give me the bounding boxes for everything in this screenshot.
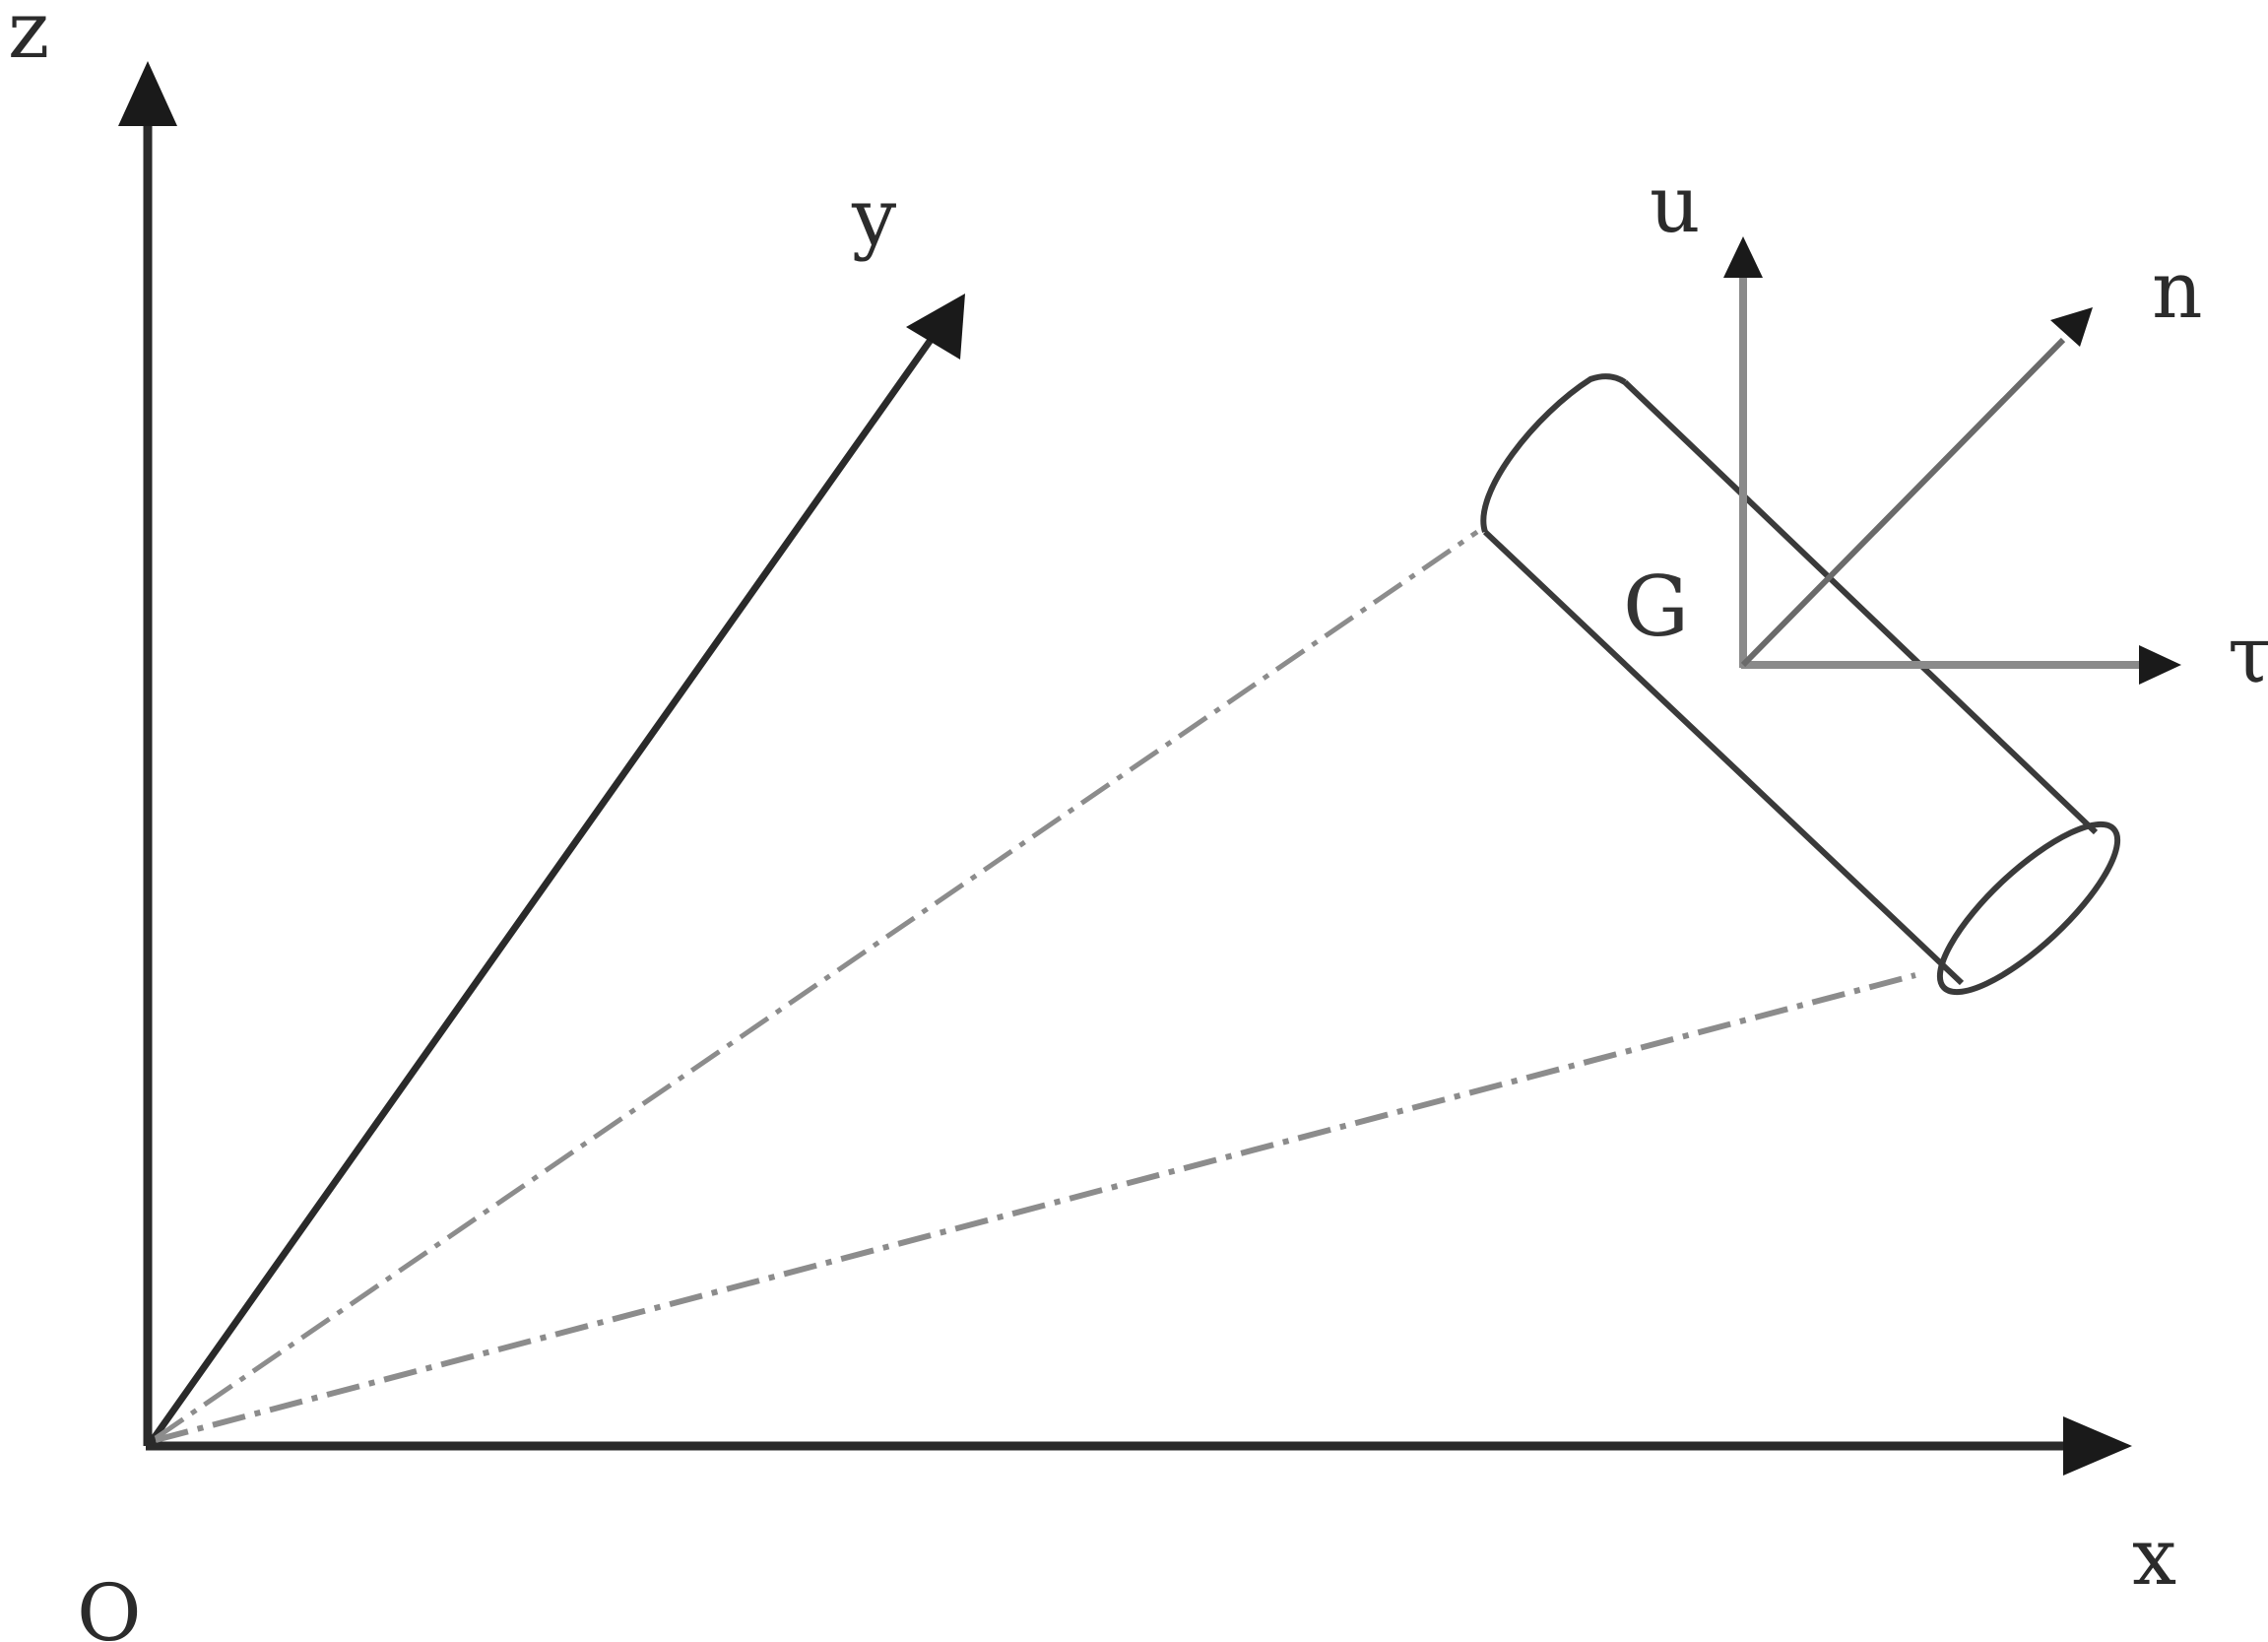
cylinder-edge-lower (1482, 529, 1965, 986)
y-axis (147, 337, 934, 1447)
label-origin: O (77, 1567, 142, 1642)
label-n: n (2152, 244, 2203, 336)
label-x: x (2132, 1511, 2176, 1603)
n-axis-arrowhead (2050, 307, 2093, 347)
cylinder-body (1480, 373, 2121, 996)
label-u: u (1650, 159, 1701, 250)
cylinder-top-cap (1480, 373, 1627, 533)
cylinder-edge-upper (1622, 379, 2099, 835)
dashdot-line-lower (155, 972, 1916, 1443)
label-y: y (851, 171, 896, 263)
t-axis-arrowhead (2139, 645, 2181, 685)
x-axis-arrowhead (2063, 1416, 2132, 1476)
n-axis (1740, 337, 2066, 668)
u-axis-arrowhead (1723, 236, 1763, 278)
label-z: z (8, 0, 49, 76)
dashdot-line-upper (154, 529, 1479, 1441)
label-g: G (1623, 558, 1689, 655)
z-axis-arrowhead (118, 61, 177, 126)
cylinder-bottom-cap (1936, 821, 2121, 996)
label-t: τ (2228, 609, 2268, 700)
y-axis-arrowhead (906, 294, 965, 360)
